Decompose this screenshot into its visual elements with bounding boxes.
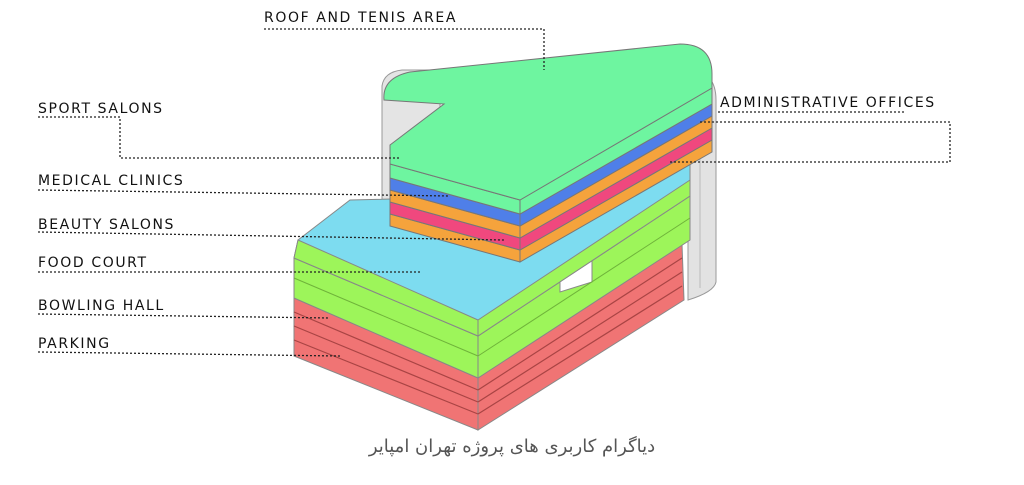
leader-admin-2 (670, 121, 951, 163)
label-sport-salons: SPORT SALONS (38, 101, 164, 117)
label-beauty-salons: BEAUTY SALONS (38, 217, 176, 233)
label-parking: PARKING (38, 336, 111, 352)
parking-block (293, 243, 685, 431)
leader-lines (37, 28, 951, 357)
roof-top (383, 43, 713, 201)
label-bowling-hall: BOWLING HALL (38, 298, 165, 314)
leader-bowling (37, 313, 331, 319)
upper-stack (389, 87, 713, 263)
leader-roof (264, 28, 545, 70)
diagram-caption: دیاگرام کاربری های پروژه تهران امپایر (368, 436, 656, 457)
label-roof: ROOF AND TENIS AREA (264, 10, 458, 26)
label-admin-offices: ADMINISTRATIVE OFFICES (720, 95, 936, 111)
leader-medical (37, 189, 451, 197)
leader-sport (38, 116, 400, 159)
label-medical-clinics: MEDICAL CLINICS (38, 173, 185, 189)
leader-beauty (37, 231, 505, 241)
label-food-court: FOOD COURT (38, 255, 148, 271)
